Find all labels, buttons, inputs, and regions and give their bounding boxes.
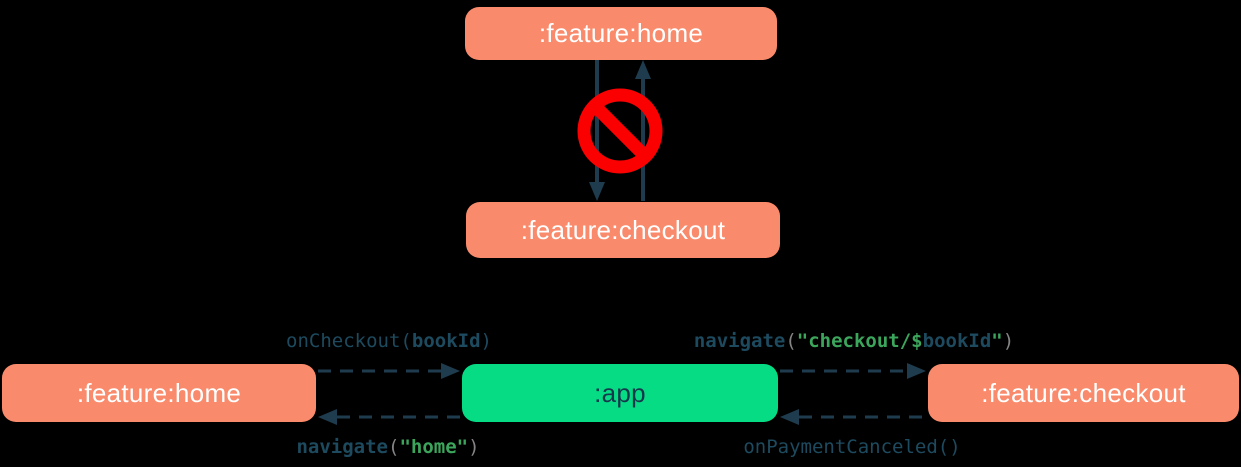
code-token: ( bbox=[785, 330, 797, 352]
edge-label-onpaymentcanceled: onPaymentCanceled() bbox=[743, 435, 960, 459]
module-box-feature-checkout: :feature:checkout bbox=[928, 364, 1239, 422]
code-token: ) bbox=[468, 436, 480, 458]
code-token: ( bbox=[387, 436, 400, 458]
module-label: :feature:home bbox=[538, 18, 704, 48]
no-entry-icon bbox=[577, 88, 663, 174]
dashed-arrow-left-icon bbox=[318, 409, 460, 425]
module-box-app: :app bbox=[462, 364, 778, 422]
edge-label-navigate-checkout: navigate("checkout/$bookId") bbox=[694, 329, 1014, 353]
code-token: "home" bbox=[399, 436, 469, 458]
code-token: bookId bbox=[411, 330, 481, 352]
dashed-arrow-left-icon bbox=[780, 409, 926, 425]
code-token: bookId bbox=[922, 330, 992, 352]
code-token: onCheckout( bbox=[286, 330, 412, 352]
code-token: navigate bbox=[693, 330, 786, 352]
code-token: onPaymentCanceled() bbox=[743, 436, 961, 458]
code-token: ) bbox=[480, 330, 492, 352]
code-token: navigate bbox=[296, 436, 388, 458]
module-box-feature-home: :feature:home bbox=[2, 364, 316, 422]
code-token: "checkout/$ bbox=[796, 330, 923, 352]
code-token: " bbox=[991, 330, 1003, 352]
module-label: :feature:checkout bbox=[981, 377, 1186, 408]
module-box-feature-checkout-top: :feature:checkout bbox=[466, 202, 780, 258]
module-label: :feature:checkout bbox=[520, 214, 726, 245]
dashed-arrow-right-icon bbox=[318, 363, 460, 379]
edge-label-navigate-home: navigate("home") bbox=[296, 435, 479, 459]
module-label: :feature:home bbox=[76, 377, 242, 408]
dashed-arrow-right-icon bbox=[780, 363, 926, 379]
module-box-feature-home-top: :feature:home bbox=[465, 7, 777, 60]
module-label: :app bbox=[594, 377, 646, 408]
edge-label-oncheckout: onCheckout(bookId) bbox=[286, 329, 492, 353]
code-token: ) bbox=[1002, 330, 1015, 352]
